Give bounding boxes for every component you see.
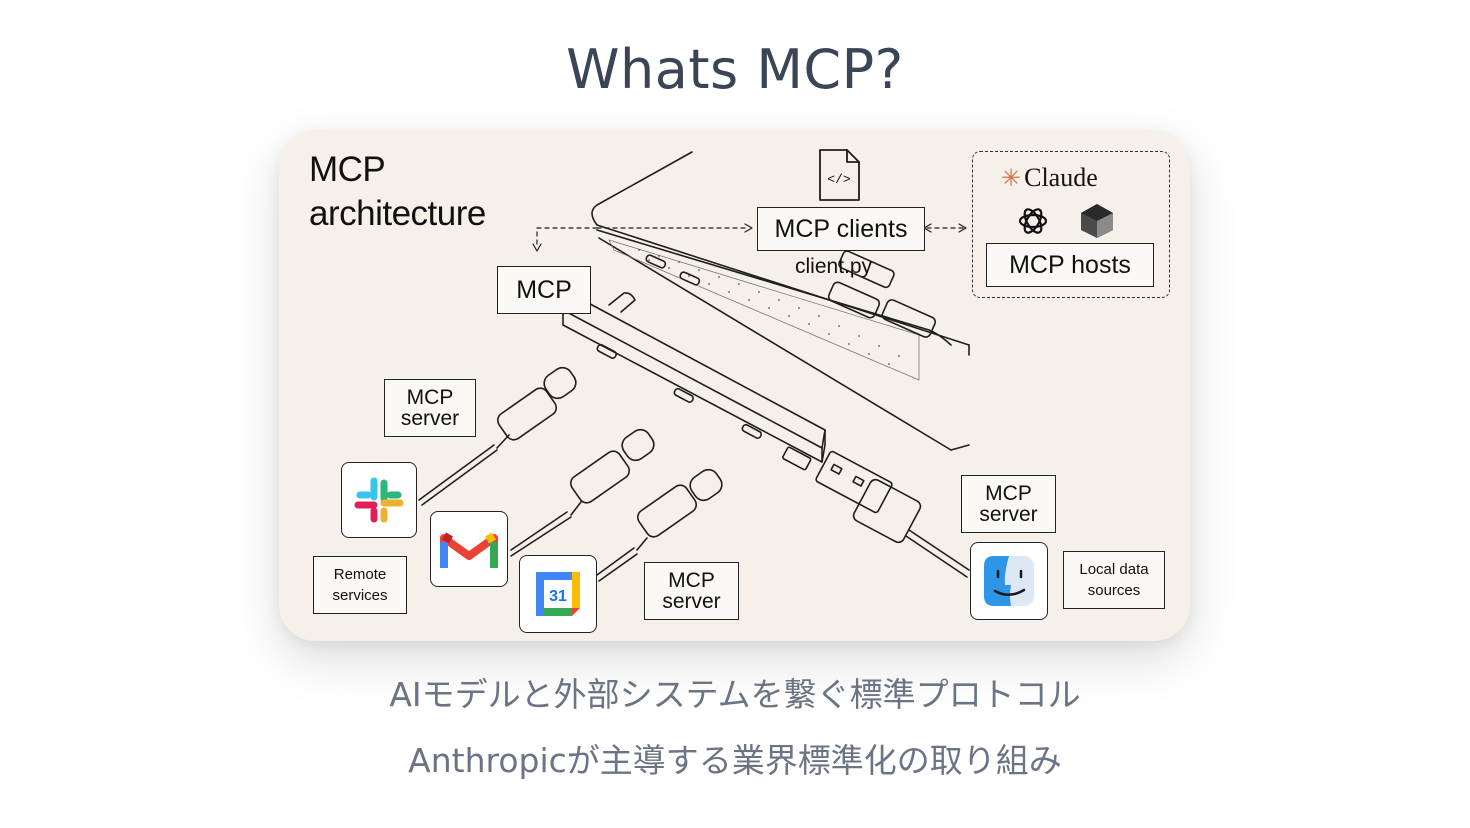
finder-tile [970, 542, 1048, 620]
openai-icon [1018, 208, 1048, 234]
calendar-tile: 31 [519, 555, 597, 633]
mcp-clients-label: MCP clients [757, 207, 925, 251]
mcp-hosts-group [972, 151, 1170, 298]
subtitle-1: AIモデルと外部システムを繋ぐ標準プロトコル [389, 675, 1081, 714]
heading-line-1: MCP [309, 150, 386, 189]
claude-logo: ✳Claude [1001, 163, 1098, 193]
mcp-hosts-label: MCP hosts [986, 243, 1154, 287]
claude-label: Claude [1024, 163, 1098, 192]
slack-tile [341, 462, 417, 538]
gmail-icon [440, 532, 498, 568]
calendar-day: 31 [549, 588, 567, 605]
client-file-label: client.py [795, 255, 873, 278]
heading-line-2: architecture [309, 194, 486, 233]
mcp-server-label-remote: MCP server [384, 379, 476, 437]
architecture-card: </> MCP architecture MCP clients client.… [279, 130, 1190, 641]
diagram-heading: MCP architecture [309, 148, 486, 236]
finder-icon [984, 556, 1034, 606]
cube-icon [1081, 204, 1113, 238]
gmail-tile [430, 511, 508, 587]
mcp-server-label-calendar: MCP server [644, 562, 739, 620]
remote-services-label: Remote services [313, 556, 407, 614]
slack-icon [354, 477, 404, 523]
local-data-sources-label: Local data sources [1063, 551, 1165, 609]
google-calendar-icon: 31 [536, 572, 580, 616]
mcp-hub-label: MCP [497, 266, 591, 314]
claude-star-icon: ✳ [1001, 166, 1022, 192]
page-title: Whats MCP? [566, 38, 904, 101]
code-file-icon: </> [827, 172, 851, 187]
architecture-illustration: </> [418, 149, 970, 582]
subtitle-2: Anthropicが主導する業界標準化の取り組み [408, 741, 1062, 780]
mcp-server-label-local: MCP server [961, 475, 1056, 533]
